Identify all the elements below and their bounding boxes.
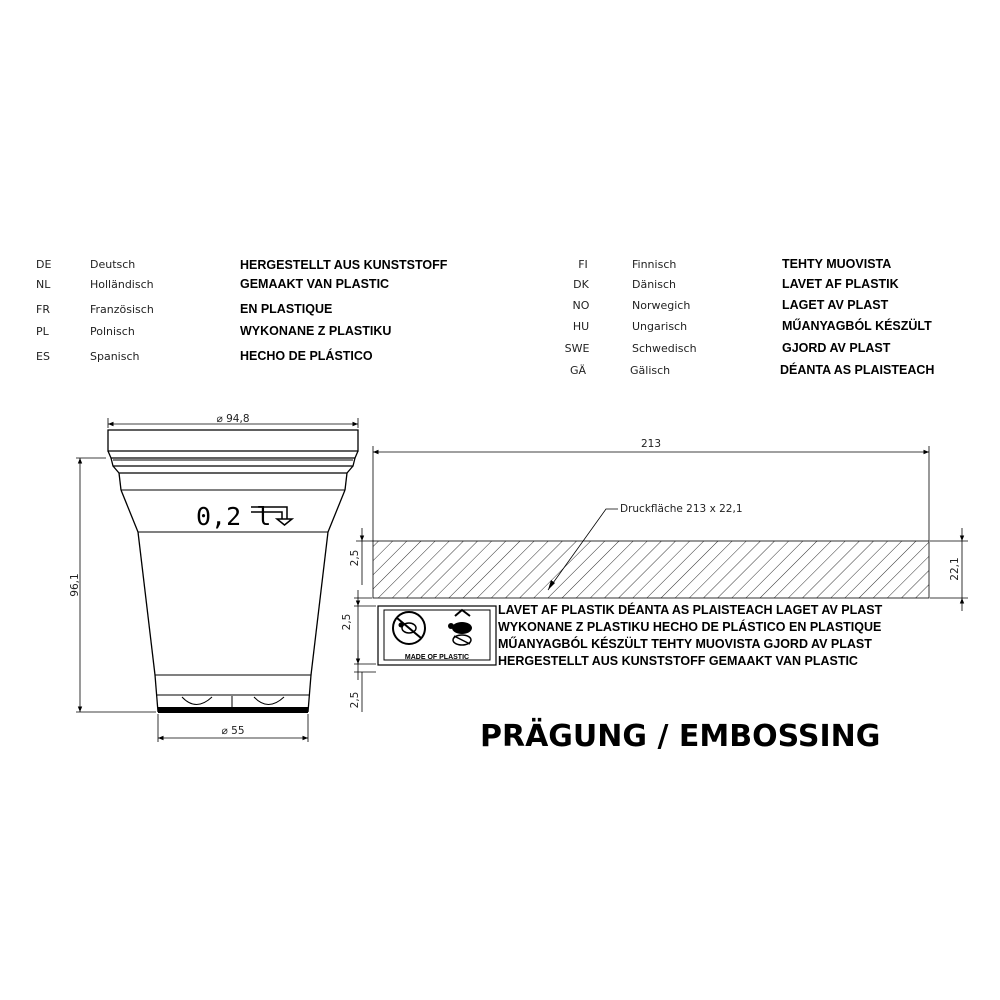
language-row: NL Holländisch GEMAAKT VAN PLASTIC <box>36 277 389 291</box>
language-name: Polnisch <box>90 325 135 338</box>
print-area-note: Druckfläche 213 x 22,1 <box>620 503 743 515</box>
print-height-label: 22,1 <box>949 557 961 580</box>
no-fishing-turtle-icon <box>392 611 426 645</box>
bottom-diameter-label: ⌀ 55 <box>221 725 244 737</box>
language-code: NO <box>573 299 590 312</box>
print-width-dimension: 213 <box>372 438 930 541</box>
language-row: HU Ungarisch MŰANYAGBÓL KÉSZÜLT <box>573 318 932 333</box>
gap-dimensions: 2,5 2,5 2,5 <box>341 528 376 712</box>
language-row: FI Finnisch TEHTY MUOVISTA <box>578 257 891 271</box>
language-row: DK Dänisch LAVET AF PLASTIK <box>573 277 899 291</box>
height-label: 96,1 <box>69 573 81 596</box>
top-diameter-dimension: ⌀ 94,8 <box>107 413 359 428</box>
language-code: ES <box>36 350 50 363</box>
language-row: ES Spanisch HECHO DE PLÁSTICO <box>36 348 373 363</box>
language-row: PL Polnisch WYKONANE Z PLASTIKU <box>36 324 391 338</box>
turtle-plastic-icon <box>448 608 472 646</box>
language-name: Finnisch <box>632 258 676 271</box>
language-table-left: DE Deutsch HERGESTELLT AUS KUNSTSTOFF NL… <box>36 258 448 363</box>
language-name: Norwegich <box>632 299 690 312</box>
language-text: GJORD AV PLAST <box>782 341 891 355</box>
language-row: NO Norwegich LAGET AV PLAST <box>573 298 889 312</box>
language-code: DE <box>36 258 51 271</box>
print-area <box>372 540 930 599</box>
gap-middle-label: 2,5 <box>341 614 353 631</box>
print-width-label: 213 <box>641 438 661 450</box>
gap-top-label: 2,5 <box>349 550 361 567</box>
language-name: Ungarisch <box>632 320 687 333</box>
made-of-plastic-label: MADE OF PLASTIC <box>405 654 469 661</box>
language-row: FR Französisch EN PLASTIQUE <box>36 302 332 316</box>
gap-bottom-label: 2,5 <box>349 692 361 709</box>
language-code: HU <box>573 320 589 333</box>
language-name: Schwedisch <box>632 342 697 355</box>
print-height-dimension: 22,1 <box>930 528 968 611</box>
language-text: TEHTY MUOVISTA <box>782 257 891 271</box>
language-row: DE Deutsch HERGESTELLT AUS KUNSTSTOFF <box>36 258 448 272</box>
language-name: Deutsch <box>90 258 135 271</box>
print-area-leader: Druckfläche 213 x 22,1 <box>547 503 743 591</box>
arrow-bent-icon <box>251 506 295 526</box>
language-row: SWE Schwedisch GJORD AV PLAST <box>565 341 891 355</box>
embossing-strip: MADE OF PLASTIC LAVET AF PLASTIK DÉANTA … <box>377 602 883 668</box>
height-dimension: 96,1 <box>69 457 156 713</box>
strip-line: LAVET AF PLASTIK DÉANTA AS PLAISTEACH LA… <box>498 602 883 617</box>
language-code: NL <box>36 278 51 291</box>
language-code: FR <box>36 303 50 316</box>
language-code: PL <box>36 325 50 338</box>
embossing-heading: PRÄGUNG / EMBOSSING <box>480 718 880 754</box>
language-name: Gälisch <box>630 364 670 377</box>
strip-line: WYKONANE Z PLASTIKU HECHO DE PLÁSTICO EN… <box>498 619 881 634</box>
language-text: WYKONANE Z PLASTIKU <box>240 324 391 338</box>
language-text: HECHO DE PLÁSTICO <box>240 348 373 363</box>
language-code: FI <box>578 258 588 271</box>
strip-line: MŰANYAGBÓL KÉSZÜLT TEHTY MUOVISTA GJORD … <box>498 636 872 651</box>
bottom-diameter-dimension: ⌀ 55 <box>157 714 309 742</box>
language-text: LAVET AF PLASTIK <box>782 277 899 291</box>
language-text: EN PLASTIQUE <box>240 302 332 316</box>
language-table-right: FI Finnisch TEHTY MUOVISTA DK Dänisch LA… <box>565 257 935 377</box>
language-text: HERGESTELLT AUS KUNSTSTOFF <box>240 258 448 272</box>
language-code: SWE <box>565 342 590 355</box>
language-code: DK <box>573 278 589 291</box>
language-name: Französisch <box>90 303 154 316</box>
language-text: GEMAAKT VAN PLASTIC <box>240 277 389 291</box>
language-name: Spanisch <box>90 350 140 363</box>
language-text: LAGET AV PLAST <box>782 298 889 312</box>
language-text: DÉANTA AS PLAISTEACH <box>780 362 934 377</box>
top-diameter-label: ⌀ 94,8 <box>216 413 249 425</box>
language-text: MŰANYAGBÓL KÉSZÜLT <box>782 318 932 333</box>
language-name: Dänisch <box>632 278 676 291</box>
language-row: GÄ Gälisch DÉANTA AS PLAISTEACH <box>570 362 934 377</box>
language-code: GÄ <box>570 364 587 377</box>
language-name: Holländisch <box>90 278 154 291</box>
cup-outline <box>107 429 359 713</box>
strip-line: HERGESTELLT AUS KUNSTSTOFF GEMAAKT VAN P… <box>498 654 858 668</box>
